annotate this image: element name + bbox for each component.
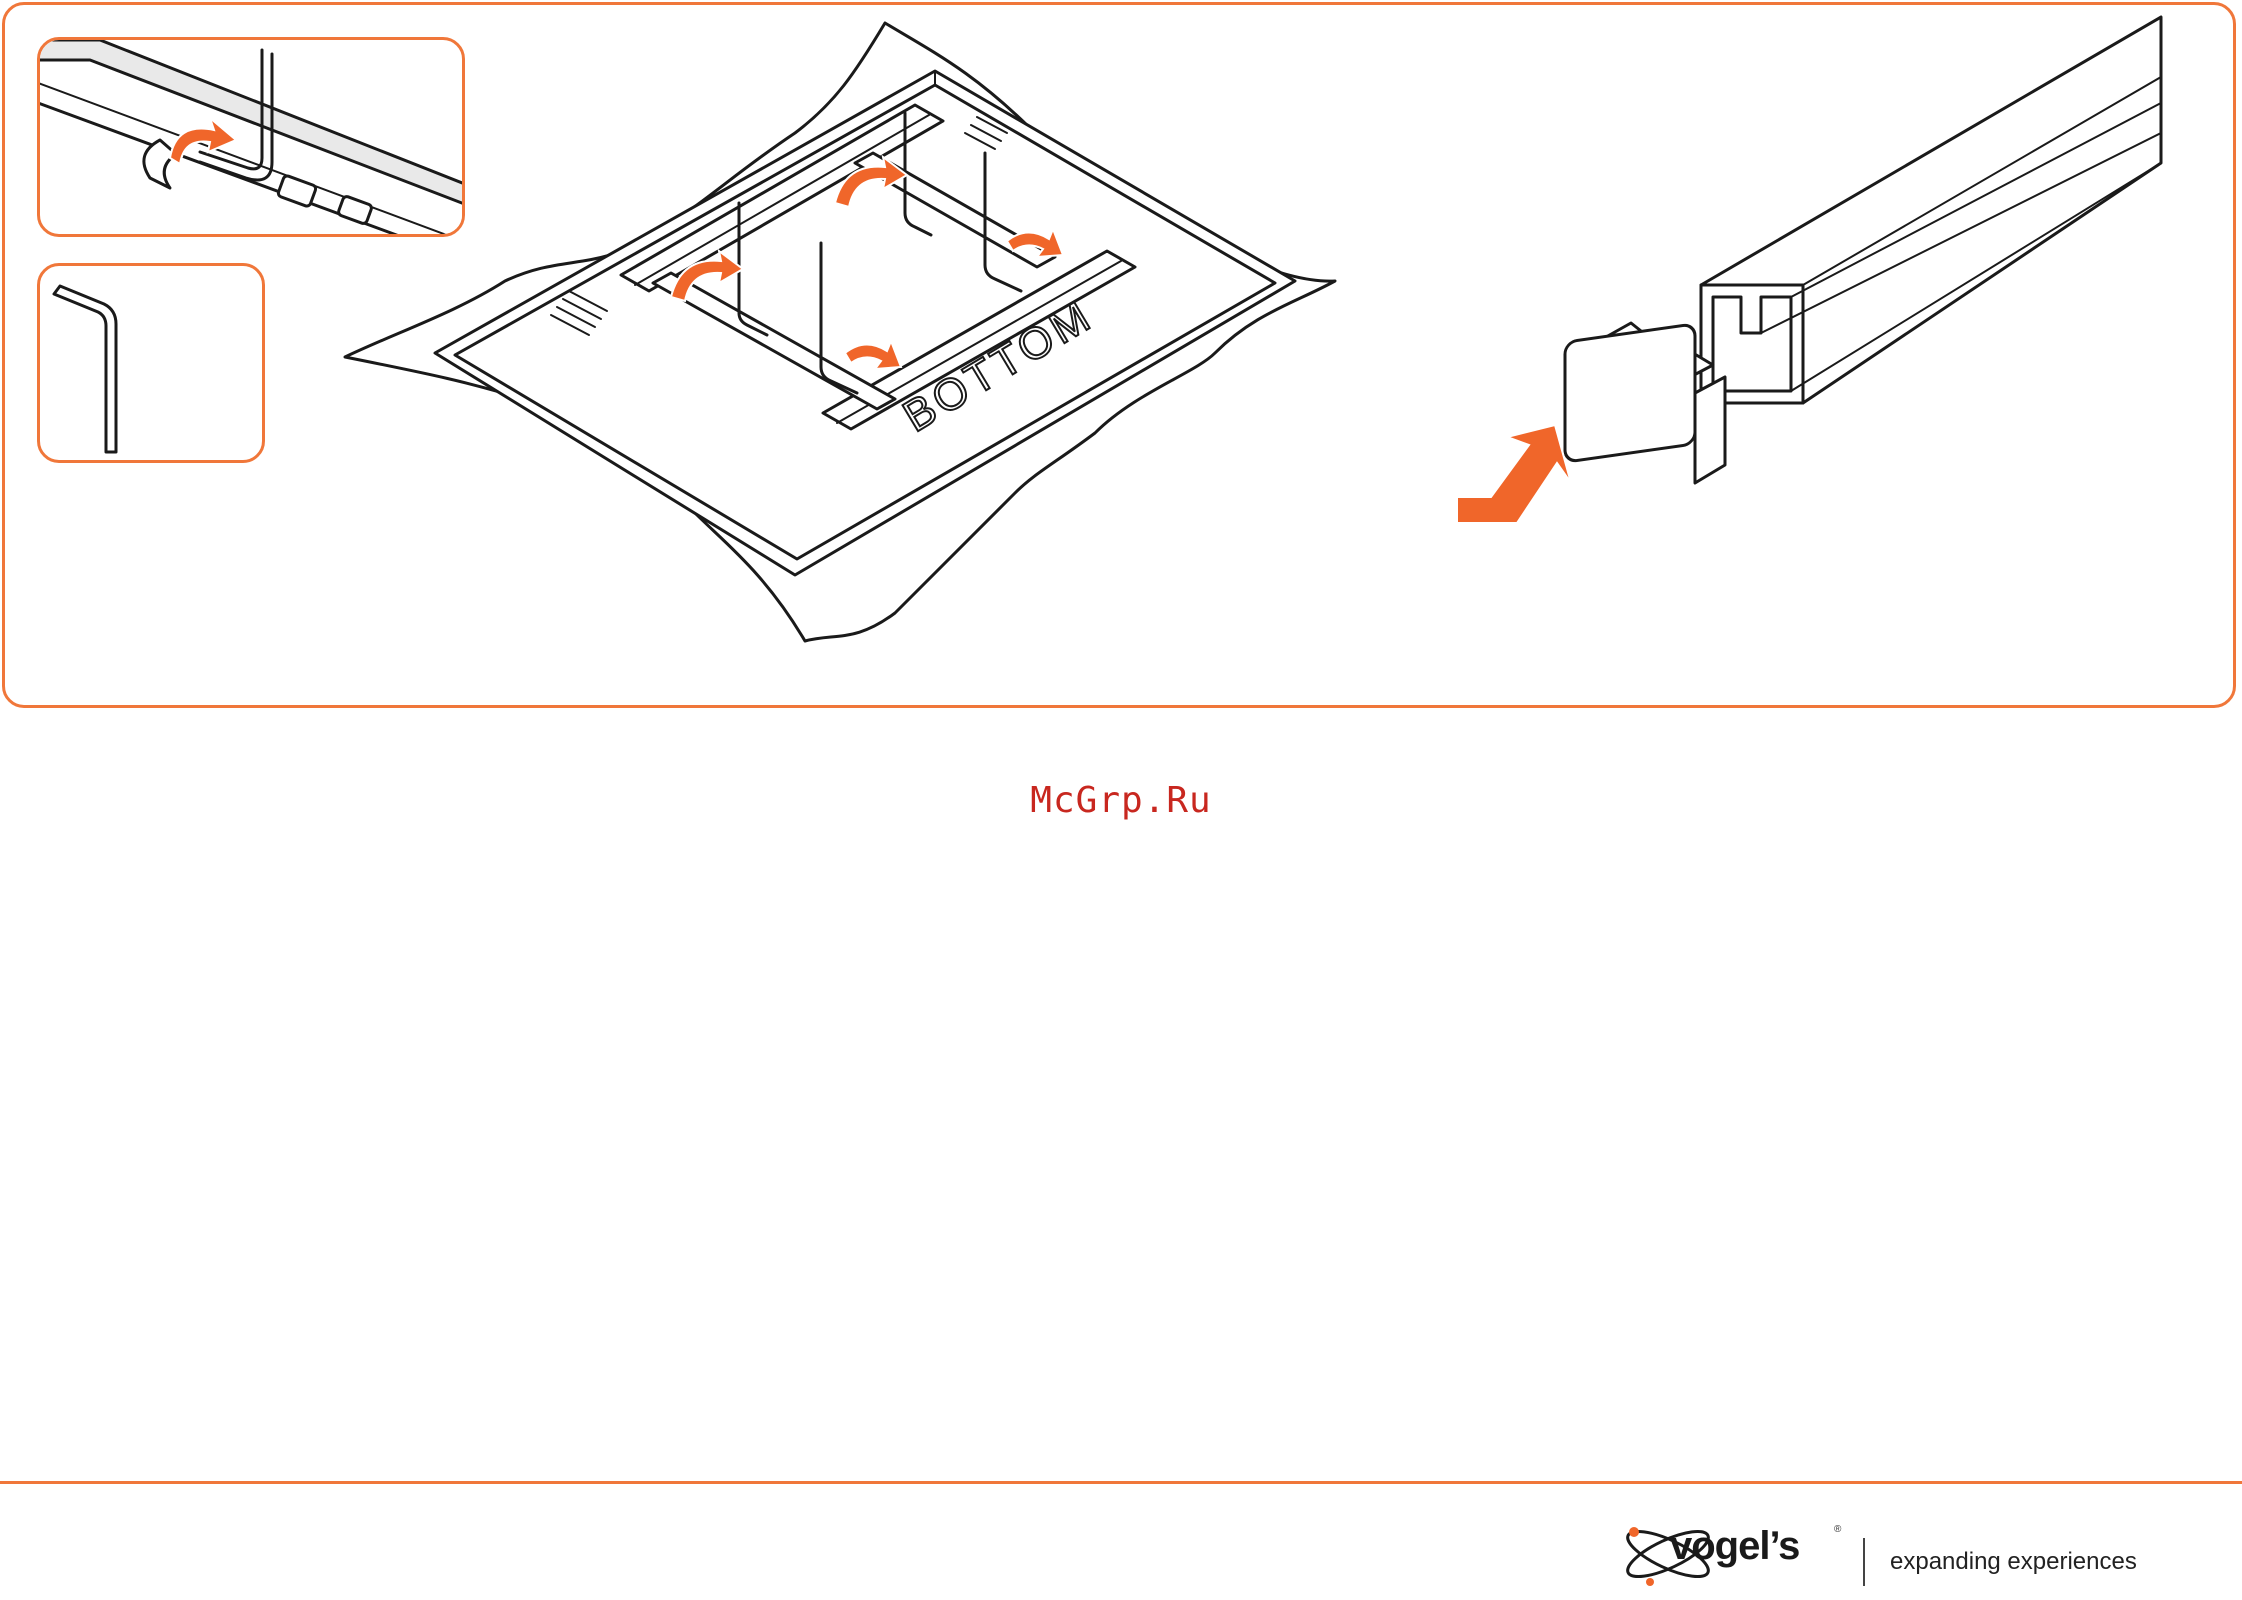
- allen-key-icon: [40, 266, 265, 463]
- brand-tagline: expanding experiences: [1890, 1548, 2137, 1576]
- watermark: McGrp.Ru: [0, 780, 2242, 821]
- insert-arrow-icon: [1457, 425, 1571, 523]
- registered-mark: ®: [1834, 1524, 1841, 1535]
- brand-footer: vogel’s ® expanding experiences: [1620, 1510, 2160, 1590]
- tool-inset: [37, 263, 265, 463]
- end-cap-illustration: [1445, 13, 2185, 533]
- instruction-panel: BOTTOM: [2, 2, 2236, 708]
- tv-mounting-illustration: BOTTOM: [335, 13, 1435, 653]
- brand-separator: [1863, 1538, 1865, 1586]
- brand-name: vogel’s: [1670, 1524, 1799, 1569]
- rail-profile: [1701, 17, 2161, 403]
- footer-divider: [0, 1481, 2242, 1484]
